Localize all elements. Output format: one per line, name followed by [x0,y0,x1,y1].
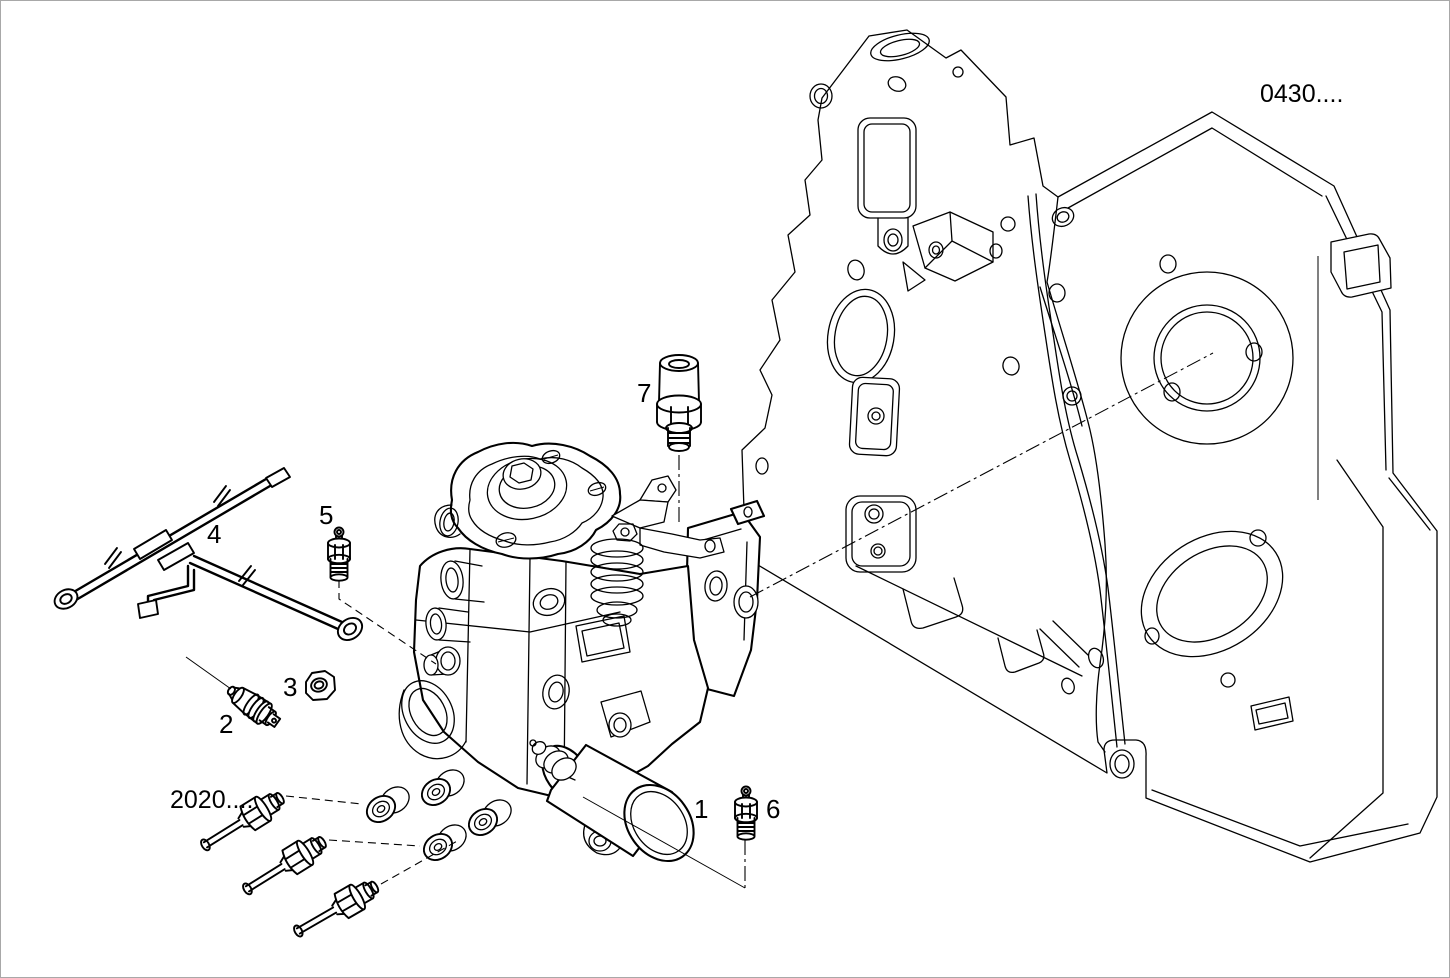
break-mark [238,565,256,586]
pump-drive-hub [733,585,759,619]
harness-connector [137,599,159,619]
housing-pump-aperture [1140,529,1284,688]
leader-lines [185,352,1214,889]
harness-eyelet-left [53,588,79,610]
pump-solenoid [529,739,695,863]
ref-pipes: 2020.... [170,786,253,814]
housing-gasket-edge [1027,193,1126,748]
pipe-leader [285,795,363,805]
callout-7: 7 [637,378,651,408]
housing-top-bore [870,32,930,62]
housing-window-upper [857,117,917,255]
harness-sleeve [157,542,195,571]
ref-housing: 0430.... [1260,80,1343,108]
cover-screw [495,532,517,548]
cover-screw [587,481,607,497]
bleed-screw-lower [734,785,758,841]
cover-screw [541,449,561,465]
housing-gusset-boss [902,211,994,292]
pipe-leader [328,839,421,847]
callout-2: 2 [219,709,233,739]
harness-eyelet-right [336,616,364,642]
housing-camshaft-bore [1120,254,1294,445]
housing-front-plate-edges [1039,127,1431,859]
callout-1: 1 [694,794,708,824]
leader-part5 [338,580,437,665]
housing-silhouette [741,29,1438,863]
housing-side-boss [1330,233,1392,298]
injection-pump [365,441,766,863]
callout-3: 3 [283,672,297,702]
leader-part1 [582,796,746,889]
pump-inlet-fittings [423,560,485,676]
callout-5: 5 [319,500,333,530]
wiring-harness [53,467,364,642]
break-mark [213,485,231,507]
housing-oval-opening [826,288,896,384]
housing-bottom-channel [855,565,1089,677]
hex-nut [305,670,336,701]
pump-front-flange-ring [401,680,455,744]
pump-governor-cover [434,441,622,560]
bleed-screw-upper [327,526,351,582]
harness-sleeve [133,529,173,560]
pump-governor-linkage [590,475,725,627]
housing-corner-boss [1250,696,1294,731]
pump-delivery-unions [365,769,512,862]
callout-6: 6 [766,794,780,824]
overflow-fitting [226,685,282,728]
pump-rear-flange [685,499,766,698]
stop-solenoid [529,739,577,781]
break-mark [104,547,122,569]
harness-end-tab [265,467,291,488]
housing-lower-lug-hole [1109,749,1135,779]
housing-window-lower [845,495,917,573]
timing-gear-housing [741,29,1438,863]
labels: 0430.... 2020.... 1 2 3 4 5 6 7 [170,80,1343,824]
pipe-union [293,880,380,938]
pump-axis-centerline [749,352,1214,598]
pipe-union [200,792,285,852]
pipe-union [242,836,327,896]
callout-4: 4 [207,519,221,549]
housing-lug-hole [809,83,833,109]
sensor-plug [656,354,702,452]
pipe-leader [380,839,460,885]
leader-part2 [185,656,232,690]
injection-pipe-fittings [200,792,380,938]
housing-window-mid [848,376,901,457]
